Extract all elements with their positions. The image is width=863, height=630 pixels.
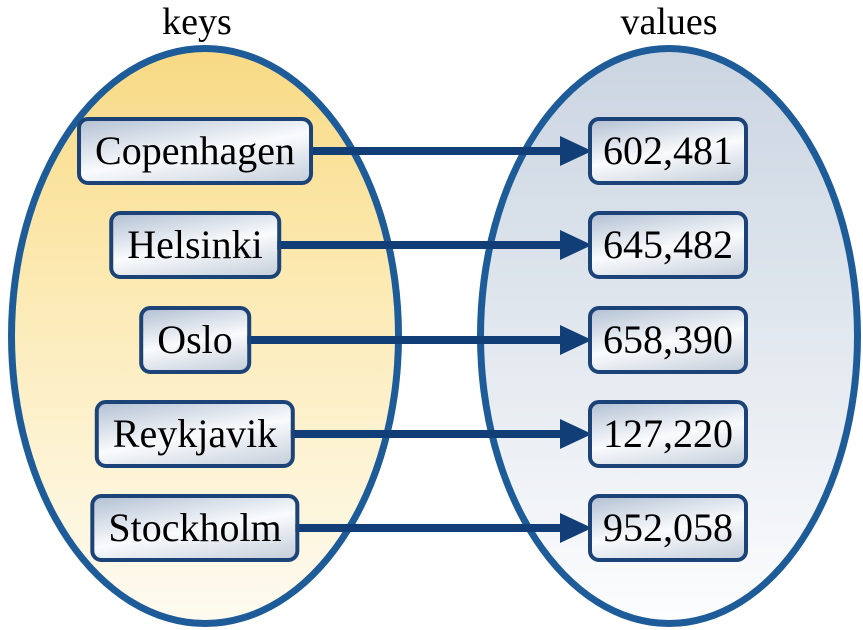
value-box: 658,390 [588,305,748,374]
key-label: Stockholm [108,505,282,550]
value-label: 602,481 [603,128,733,173]
arrow-head-icon [560,230,592,261]
arrow-head-icon [560,136,592,166]
keys-title: keys [162,1,232,43]
key-box: Reykjavik [94,399,296,468]
key-label: Helsinki [127,222,263,268]
key-box: Oslo [139,305,251,374]
value-label: 645,482 [603,222,733,268]
arrow-line [195,335,562,344]
arrow-line [195,429,562,438]
key-box: Stockholm [90,494,300,562]
value-box: 602,481 [588,117,748,185]
value-label: 127,220 [603,410,733,456]
value-box: 645,482 [588,211,748,280]
key-box: Copenhagen [77,117,313,185]
value-box: 127,220 [588,399,748,468]
key-label: Copenhagen [95,128,295,173]
key-label: Reykjavik [112,410,278,456]
key-label: Oslo [157,316,233,362]
arrow-line [195,241,562,250]
arrow-head-icon [560,513,592,543]
value-box: 952,058 [588,494,748,562]
values-title: values [620,1,718,43]
arrow-head-icon [560,324,592,355]
key-box: Helsinki [109,211,281,280]
arrow-line [195,147,562,155]
value-label: 658,390 [603,316,733,362]
arrow-head-icon [560,418,592,449]
value-label: 952,058 [603,505,733,550]
arrow-line [195,524,562,532]
